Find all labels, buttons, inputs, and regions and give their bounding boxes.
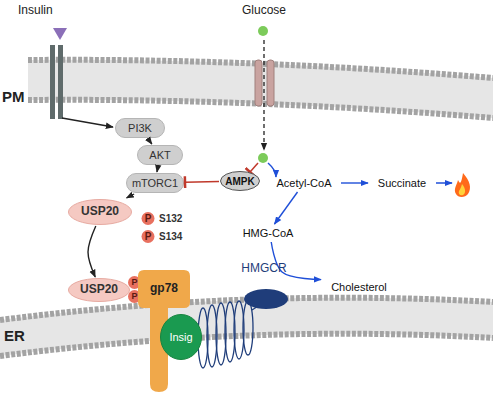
protein-ellipse: USP20 (68, 199, 132, 225)
receptor-chain (58, 45, 63, 119)
node-label: Succinate (378, 177, 426, 189)
metabolite-node: HMG-CoA (234, 225, 302, 241)
node-label: mTORC1 (132, 177, 178, 189)
hormone-label: Insulin (18, 3, 53, 17)
protein-ellipse: Insig (160, 314, 202, 360)
glucose-uptake-arrow (263, 40, 264, 150)
helix (243, 301, 253, 355)
metabolic-arrow (436, 182, 452, 184)
protein-ellipse: USP20 (68, 278, 130, 302)
glucose-transporter (255, 60, 262, 106)
metabolite-node: Cholesterol (322, 279, 396, 295)
heat-flame (455, 173, 470, 197)
residue-label: S134 (159, 231, 182, 242)
pill-outline (138, 146, 183, 165)
pill-outline (127, 174, 184, 193)
plasma-membrane (28, 60, 493, 118)
kinase-box: mTORC1 (126, 173, 184, 193)
phospho-circle (142, 230, 155, 243)
glucose-molecule (258, 153, 268, 163)
metabolite-node: Acetyl-CoA (268, 175, 340, 191)
residue-label: S132 (159, 213, 182, 224)
protein-ellipse: HMGCR (234, 262, 294, 310)
inhibition-line (250, 163, 258, 172)
ellipse-outline (221, 172, 260, 191)
insulin-ligand (53, 28, 67, 40)
ellipse-outline (69, 279, 130, 302)
metabolite-label: Glucose (242, 3, 286, 17)
activation-arrow (157, 166, 158, 172)
node-label: AKT (149, 149, 170, 161)
phospho-circle (142, 212, 155, 225)
compartment-label: ER (4, 327, 25, 344)
receptor-chain (50, 45, 55, 119)
ellipse-outline (69, 200, 132, 225)
node-label: AMPK (225, 176, 254, 187)
node-label: Insig (169, 331, 192, 343)
inhibition-connector (185, 181, 219, 183)
node-label: USP20 (81, 205, 119, 218)
glucose-molecule (258, 26, 268, 36)
node-label: P (141, 213, 155, 224)
node-label: HMG-CoA (243, 227, 294, 239)
node-label: gp78 (150, 282, 178, 295)
glucose-transporter (267, 60, 274, 106)
kinase-box: AKT (137, 145, 183, 165)
node-label: HMGCR (241, 262, 286, 275)
signal-arrow (62, 118, 113, 127)
compartment-label: PM (2, 88, 25, 105)
phospho-site: P S132 (141, 211, 191, 226)
ellipse-outline (161, 315, 202, 360)
activation-arrow (148, 139, 152, 144)
node-label: Acetyl-CoA (276, 177, 331, 189)
node-label: USP20 (80, 283, 118, 296)
activation-arrow (127, 194, 135, 198)
node-label: P (131, 292, 137, 302)
protein-ellipse: AMPK (220, 171, 260, 191)
metabolic-arrow (271, 242, 321, 280)
metabolic-arrow (341, 182, 368, 183)
node-label: PI3K (128, 122, 152, 134)
heat-flame-core (459, 184, 465, 195)
node-label: Cholesterol (331, 281, 387, 293)
kinase-box: PI3K (115, 118, 165, 138)
phospho-site: P S134 (141, 229, 191, 244)
pill-outline (116, 119, 165, 138)
transmembrane-helices (198, 301, 262, 368)
metabolic-arrow (274, 192, 297, 224)
metabolite-node: Succinate (369, 175, 435, 191)
er-membrane (0, 298, 493, 356)
enzyme-ellipse (244, 289, 288, 309)
metabolic-arrow (268, 163, 276, 177)
node-label: P (131, 278, 137, 288)
node-label: P (141, 231, 155, 242)
translocation-arrow (88, 226, 96, 277)
